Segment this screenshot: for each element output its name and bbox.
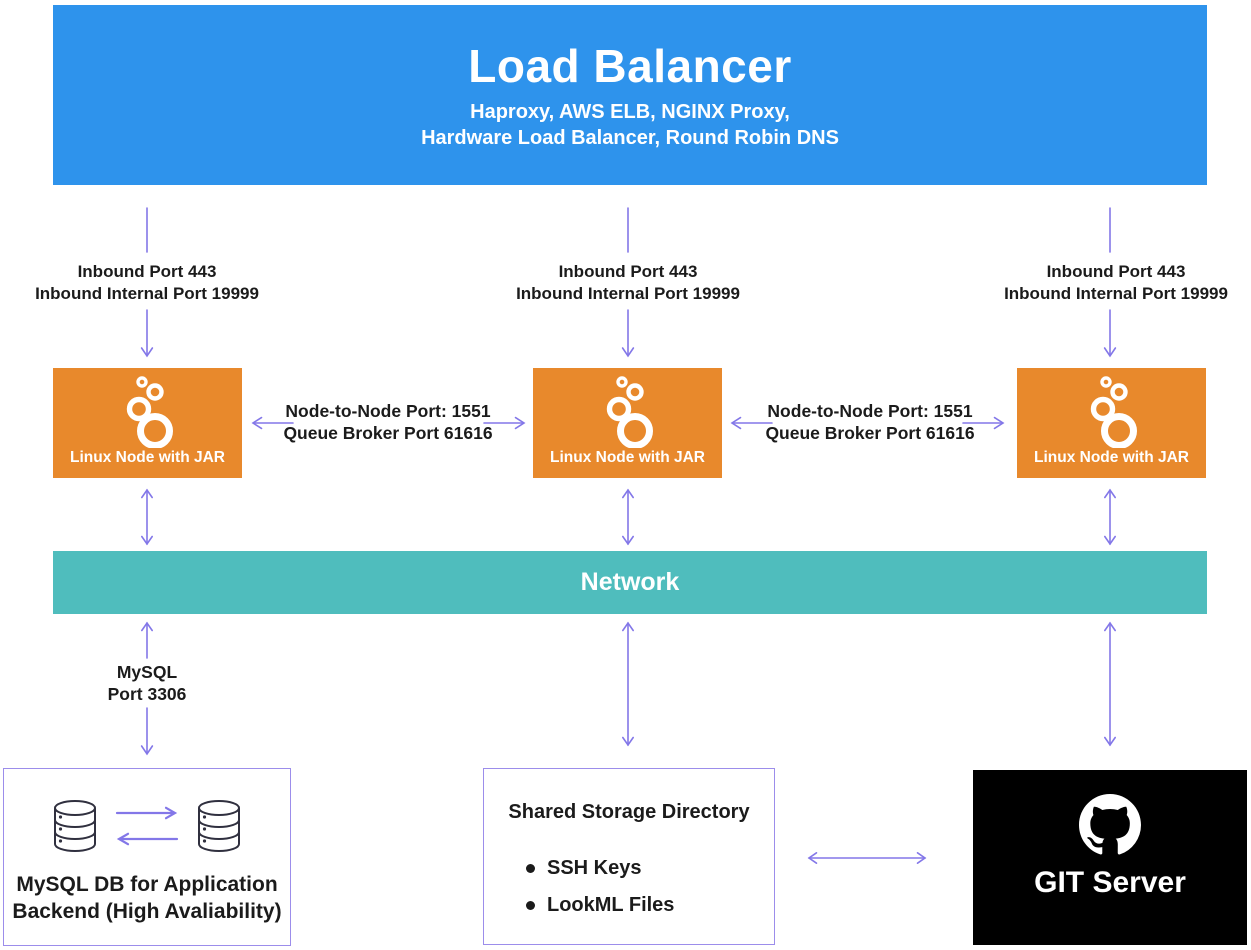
mysql-db-caption-line2: Backend (High Avaliability)	[12, 900, 282, 924]
node-to-node-arrow-right-2	[962, 416, 1005, 430]
linux-node-box-2: Linux Node with JAR	[533, 368, 722, 478]
load-balancer-subtitle: Haproxy, AWS ELB, NGINX Proxy, Hardware …	[53, 99, 1207, 152]
network-storage-arrow	[622, 621, 634, 747]
mysql-port-label: MySQL Port 3306	[47, 661, 247, 705]
network-bar: Network	[53, 551, 1207, 614]
storage-item-ssh-keys: SSH Keys	[526, 857, 674, 880]
queue-broker-port: Queue Broker Port 61616	[283, 423, 493, 444]
node-to-node-arrow-left-2	[730, 416, 773, 430]
storage-item-label: LookML Files	[547, 894, 675, 916]
storage-item-label: SSH Keys	[547, 857, 642, 879]
port-3306-label: Port 3306	[107, 684, 187, 705]
node-label: Linux Node with JAR	[550, 449, 705, 466]
db-replication-row	[4, 799, 290, 853]
looker-icon	[126, 376, 173, 448]
git-server-box: GIT Server	[973, 770, 1247, 945]
looker-icon	[1090, 376, 1137, 448]
inbound-internal-port-19999: Inbound Internal Port 19999	[516, 283, 740, 303]
load-balancer-subtitle-line1: Haproxy, AWS ELB, NGINX Proxy,	[470, 101, 790, 123]
lb-node-down-arrow-2	[621, 309, 635, 358]
load-balancer-title: Load Balancer	[468, 40, 792, 92]
node-to-node-label-2: Node-to-Node Port: 1551 Queue Broker Por…	[740, 400, 1000, 444]
mysql-db-box: MySQL DB for Application Backend (High A…	[3, 768, 291, 946]
shared-storage-title: Shared Storage Directory	[508, 801, 750, 823]
queue-broker-port: Queue Broker Port 61616	[765, 423, 975, 444]
replication-left-arrow	[116, 832, 179, 846]
node-network-arrow-3	[1104, 488, 1116, 546]
git-server-label: GIT Server	[1034, 866, 1186, 899]
inbound-port-443: Inbound Port 443	[1046, 262, 1186, 281]
database-icon	[54, 800, 96, 853]
network-git-arrow	[1104, 621, 1116, 747]
bullet-icon	[526, 864, 535, 873]
shared-storage-box: Shared Storage Directory SSH Keys LookML…	[483, 768, 775, 945]
mysql-db-caption: MySQL DB for Application Backend (High A…	[4, 871, 290, 926]
node-to-node-port: Node-to-Node Port: 1551	[767, 401, 973, 421]
lb-node-line-3	[1109, 207, 1111, 253]
inbound-internal-port-19999: Inbound Internal Port 19999	[35, 283, 259, 303]
github-icon	[1079, 794, 1141, 855]
network-label: Network	[580, 568, 680, 596]
inbound-ports-label-2: Inbound Port 443 Inbound Internal Port 1…	[478, 261, 778, 305]
inbound-ports-label-1: Inbound Port 443 Inbound Internal Port 1…	[0, 261, 297, 305]
node-to-node-port: Node-to-Node Port: 1551	[285, 401, 491, 421]
node-to-node-arrow-right-1	[483, 416, 526, 430]
lb-node-line-2	[627, 207, 629, 253]
network-mysql-up-arrow	[141, 621, 153, 659]
lb-node-down-arrow-1	[140, 309, 154, 358]
inbound-port-443: Inbound Port 443	[558, 262, 698, 281]
shared-storage-list: SSH Keys LookML Files	[526, 843, 674, 917]
storage-item-lookml-files: LookML Files	[526, 894, 674, 917]
linux-node-box-3: Linux Node with JAR	[1017, 368, 1206, 478]
node-network-arrow-2	[622, 488, 634, 546]
lb-node-line-1	[146, 207, 148, 253]
node-to-node-label-1: Node-to-Node Port: 1551 Queue Broker Por…	[258, 400, 518, 444]
load-balancer-subtitle-line2: Hardware Load Balancer, Round Robin DNS	[421, 127, 839, 150]
node-network-arrow-1	[141, 488, 153, 546]
inbound-port-443: Inbound Port 443	[77, 262, 217, 281]
bullet-icon	[526, 901, 535, 910]
mysql-db-caption-line1: MySQL DB for Application	[16, 873, 278, 896]
load-balancer-box: Load Balancer Haproxy, AWS ELB, NGINX Pr…	[53, 5, 1207, 185]
lb-node-down-arrow-3	[1103, 309, 1117, 358]
looker-icon	[606, 376, 653, 448]
inbound-internal-port-19999: Inbound Internal Port 19999	[1004, 283, 1228, 303]
node-to-node-arrow-left-1	[251, 416, 294, 430]
mysql-label: MySQL	[116, 662, 178, 682]
replication-right-arrow	[115, 806, 178, 820]
inbound-ports-label-3: Inbound Port 443 Inbound Internal Port 1…	[966, 261, 1251, 305]
linux-node-box-1: Linux Node with JAR	[53, 368, 242, 478]
network-mysql-down-arrow	[140, 707, 154, 756]
database-icon	[198, 800, 240, 853]
db-replication-arrows	[115, 806, 179, 846]
storage-git-arrow	[807, 852, 927, 864]
node-label: Linux Node with JAR	[1034, 449, 1189, 466]
node-label: Linux Node with JAR	[70, 449, 225, 466]
